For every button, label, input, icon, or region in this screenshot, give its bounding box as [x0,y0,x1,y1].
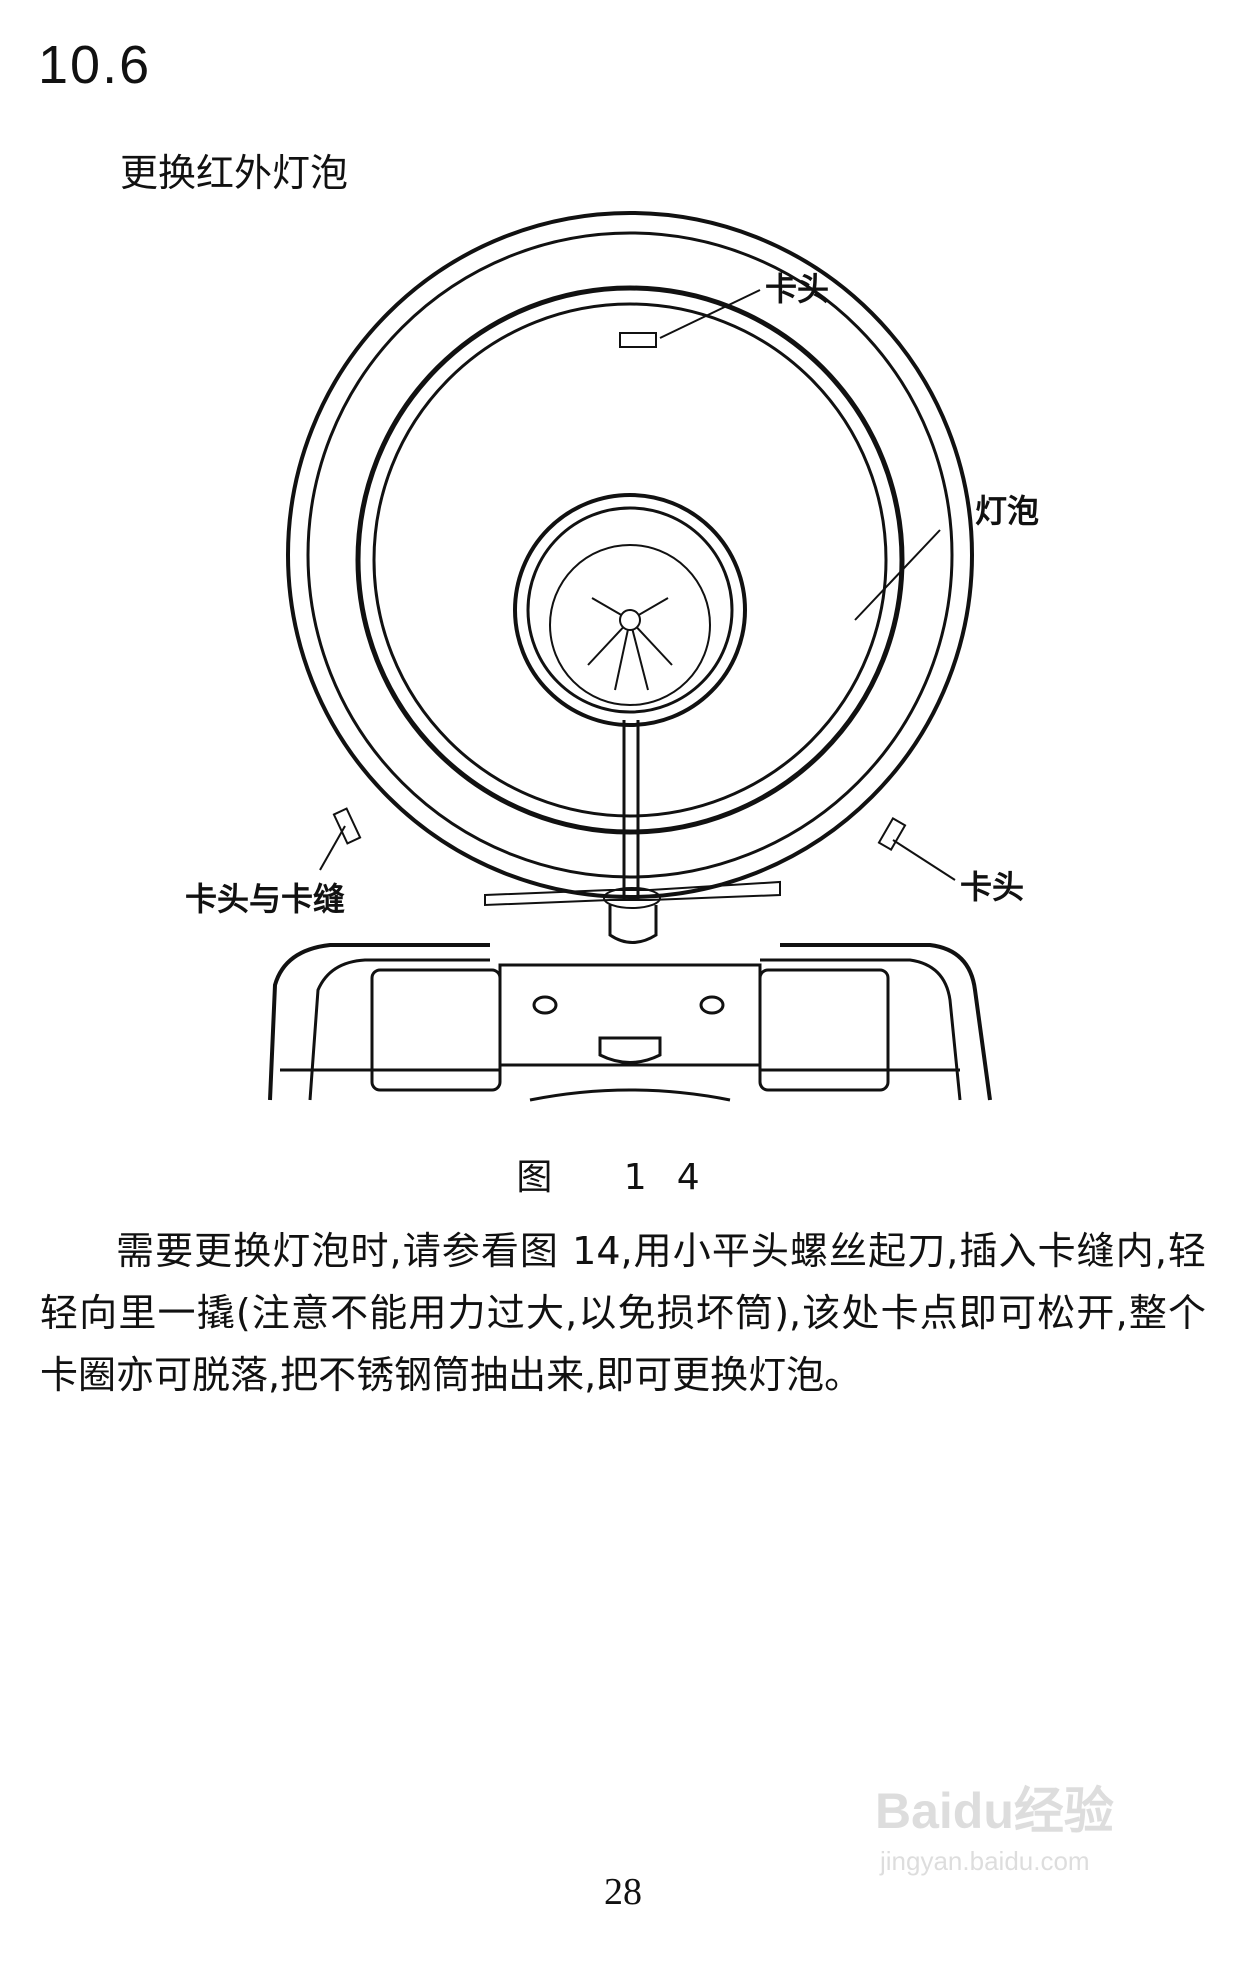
base-block-left [370,968,502,1092]
leader-bulb [854,529,941,621]
device-base [268,943,490,1101]
leader-clip-slot [319,825,346,871]
filament-center [619,609,641,631]
bulb-housing-outer [513,493,747,727]
body-paragraph: 需要更换灯泡时,请参看图 14,用小平头螺丝起刀,插入卡缝内,轻轻向里一撬(注意… [40,1220,1206,1406]
leader-top-clip [659,289,761,339]
section-number: 10.6 [38,35,152,95]
body-paragraph-text: 需要更换灯泡时,请参看图 14,用小平头螺丝起刀,插入卡缝内,轻轻向里一撬(注意… [40,1229,1206,1397]
label-clip-and-slot: 卡头与卡缝 [185,880,345,918]
mounting-nut [603,887,661,909]
left-clip-slot [332,807,362,845]
steel-cylinder-outer [355,285,905,835]
figure-caption: 图 14 [516,1157,730,1198]
bulb-housing-inner [526,506,734,714]
watermark-url: jingyan.baidu.com [879,1846,1090,1876]
outer-clamp-ring [286,211,974,899]
page-number: 28 [604,1871,642,1913]
figure-14-illustration: 卡头 灯泡 卡头与卡缝 卡头 [185,211,1039,1102]
section-title: 更换红外灯泡 [120,151,349,195]
base-block-right [758,968,890,1092]
leader-right-clip [892,839,956,881]
label-right-clip: 卡头 [960,868,1024,906]
top-clip [619,332,657,348]
mounting-bar [484,880,781,907]
watermark-logo: Baidu经验 [875,1783,1114,1839]
inner-clamp-ring [306,231,954,879]
right-clip [877,817,907,851]
label-top-clip: 卡头 [765,270,829,308]
base-panel [498,963,762,1067]
bulb-glass [549,544,711,706]
base-latch [598,1036,662,1064]
steel-cylinder-inner [372,302,888,818]
label-bulb: 灯泡 [975,492,1039,530]
baidu-jingyan-watermark: Baidu经验 jingyan.baidu.com [875,1783,1114,1876]
